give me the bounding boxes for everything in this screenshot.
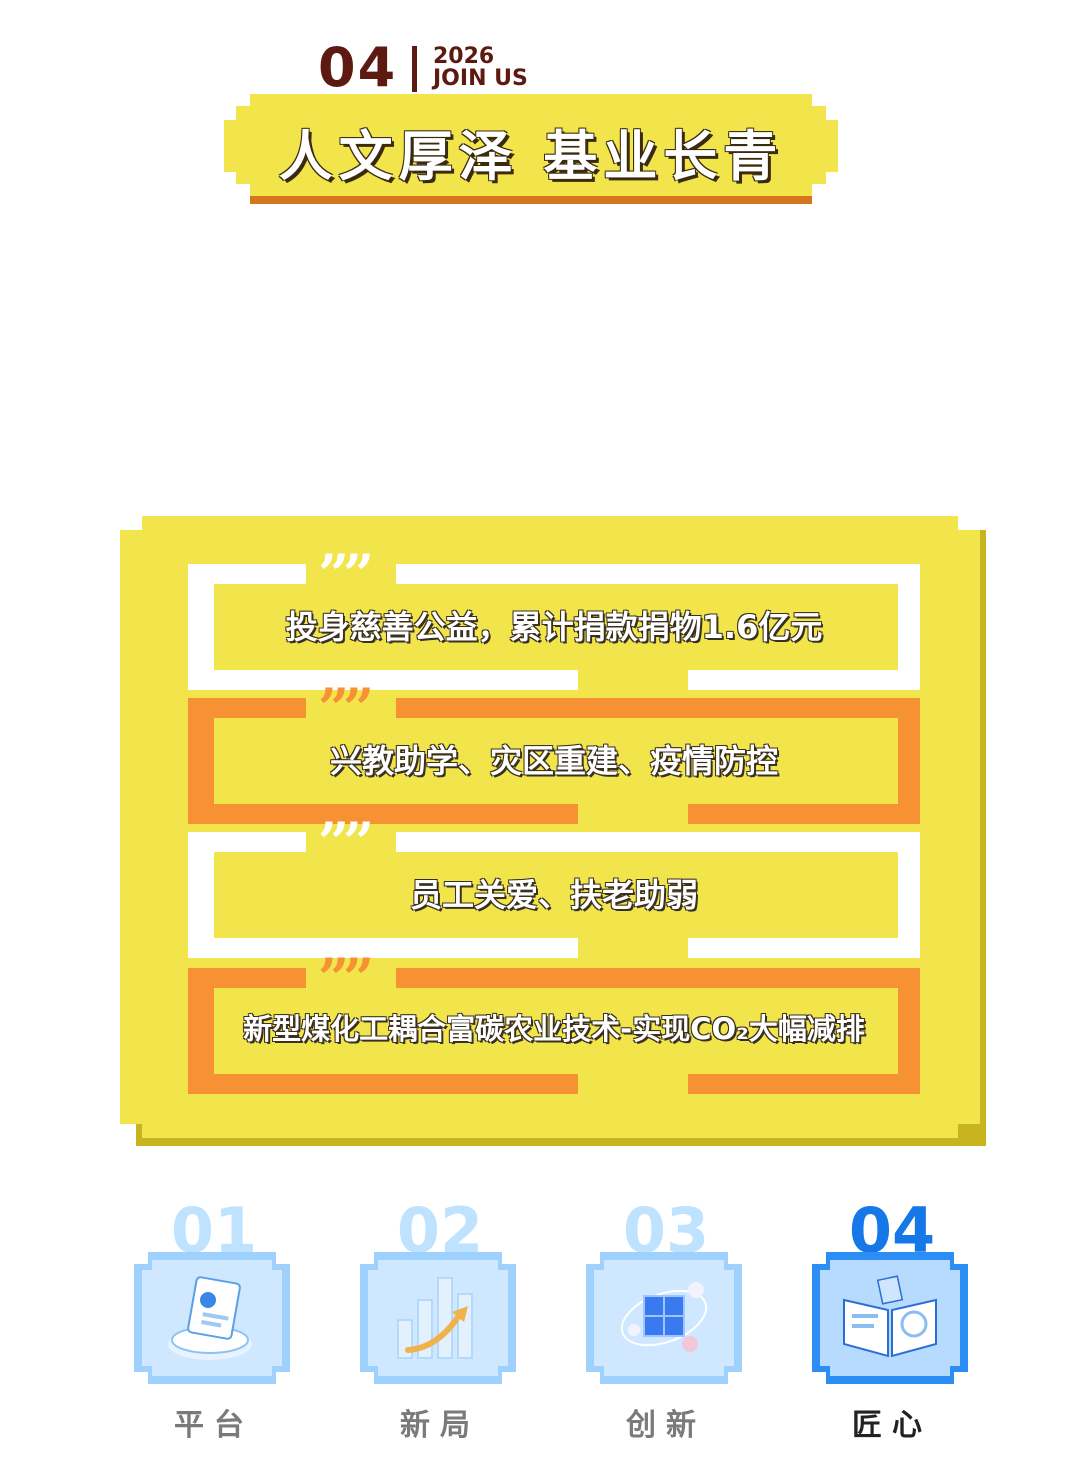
quote-box-inner bbox=[214, 584, 898, 670]
growth-bar-chart-icon bbox=[397, 1277, 473, 1359]
quote-box-gap bbox=[306, 968, 396, 988]
nav-label: 新局 bbox=[400, 1408, 480, 1443]
nav-item-craftsmanship[interactable]: 04 匠心 bbox=[812, 1194, 972, 1443]
quote-box-gap bbox=[578, 670, 688, 690]
quote-text: 兴教助学、灾区重建、疫情防控 bbox=[329, 742, 778, 780]
quote-box-gap bbox=[578, 1074, 688, 1094]
quote-box-4: ”” 新型煤化工耦合富碳农业技术-实现CO₂大幅减排 bbox=[188, 951, 920, 1094]
title-banner bbox=[236, 94, 826, 196]
nav-number: 02 bbox=[396, 1194, 484, 1267]
report-document-icon bbox=[168, 1276, 252, 1360]
nav-number: 01 bbox=[170, 1194, 258, 1267]
nav-number: 03 bbox=[622, 1194, 710, 1267]
quote-box-gap bbox=[306, 564, 396, 584]
nav-label: 平台 bbox=[174, 1408, 254, 1443]
cube-molecule-icon bbox=[620, 1282, 708, 1352]
quote-box-inner bbox=[214, 852, 898, 938]
quote-box-gap bbox=[578, 938, 688, 958]
quote-mark-icon: ”” bbox=[318, 810, 374, 874]
quote-text: 新型煤化工耦合富碳农业技术-实现CO₂大幅减排 bbox=[243, 1012, 865, 1046]
quote-box-inner bbox=[214, 988, 898, 1074]
quote-box-inner bbox=[214, 718, 898, 804]
header-join-us: JOIN US bbox=[433, 66, 528, 91]
title-banner-edge-left bbox=[224, 120, 238, 172]
nav-number: 04 bbox=[848, 1194, 936, 1267]
quote-text: 投身慈善公益，累计捐款捐物1.6亿元 bbox=[285, 608, 823, 646]
quote-box-1: ”” 投身慈善公益，累计捐款捐物1.6亿元 bbox=[188, 547, 920, 690]
quote-mark-icon: ”” bbox=[318, 946, 374, 1010]
quote-text: 员工关爱、扶老助弱 bbox=[409, 876, 698, 914]
page-title: 人文厚泽 基业长青 bbox=[278, 125, 784, 188]
nav-label: 匠心 bbox=[852, 1408, 932, 1443]
header-year: 2026 bbox=[433, 44, 495, 69]
quote-box-gap bbox=[306, 698, 396, 718]
header-divider bbox=[412, 46, 417, 92]
quote-box-2: ”” 兴教助学、灾区重建、疫情防控 bbox=[188, 681, 920, 824]
open-book-icon bbox=[843, 1275, 937, 1358]
quote-box-gap bbox=[578, 804, 688, 824]
quote-box-gap bbox=[306, 832, 396, 852]
nav-item-new-situation[interactable]: 02 新局 bbox=[360, 1194, 520, 1443]
quote-mark-icon: ”” bbox=[318, 676, 374, 740]
quote-box-3: ”” 员工关爱、扶老助弱 bbox=[188, 815, 920, 958]
quote-mark-icon: ”” bbox=[318, 542, 374, 606]
nav-item-platform[interactable]: 01 平台 bbox=[134, 1194, 294, 1443]
section-number: 04 bbox=[318, 36, 398, 99]
title-banner-edge-right bbox=[824, 120, 838, 172]
nav-label: 创新 bbox=[626, 1408, 706, 1443]
nav-item-innovation[interactable]: 03 创新 bbox=[586, 1194, 746, 1443]
